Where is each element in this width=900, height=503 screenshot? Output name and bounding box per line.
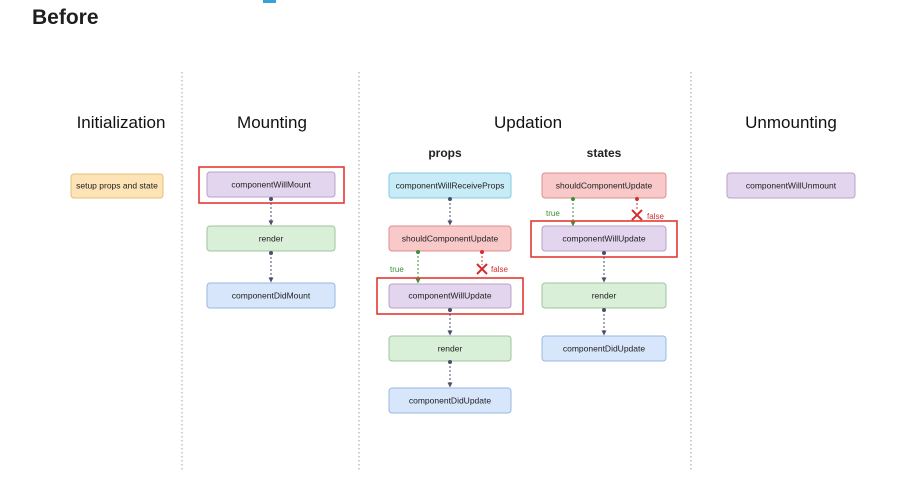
box-props-will-receive-label: componentWillReceiveProps — [396, 180, 505, 190]
box-props-did-update — [388, 387, 512, 414]
phase-unmounting: Unmounting — [745, 113, 837, 132]
label-states-false: false — [647, 212, 664, 221]
dot-props-1 — [448, 197, 452, 201]
box-component-did-mount — [206, 282, 336, 309]
top-accent-mark — [263, 0, 276, 3]
box-states-did-update-label: componentDidUpdate — [563, 343, 645, 353]
box-props-render-label: render — [438, 343, 463, 353]
box-component-did-mount-label: componentDidMount — [232, 290, 311, 300]
box-props-did-update-label: componentDidUpdate — [409, 395, 491, 405]
dot-props-3 — [448, 360, 452, 364]
page-title: Before — [32, 6, 99, 29]
box-states-should-update — [541, 172, 667, 199]
box-setup-label: setup props and state — [76, 180, 158, 190]
box-states-render-label: render — [592, 290, 617, 300]
dot-states-3 — [602, 308, 606, 312]
box-props-should-update-label: shouldComponentUpdate — [402, 233, 499, 243]
phase-initialization: Initialization — [77, 113, 166, 132]
dot-states-2 — [602, 251, 606, 255]
box-props-will-update-label: componentWillUpdate — [408, 290, 491, 300]
box-setup-props-state — [70, 173, 164, 199]
box-states-should-update-label: shouldComponentUpdate — [556, 180, 653, 190]
box-component-will-unmount — [726, 172, 856, 199]
dot-props-2 — [448, 308, 452, 312]
box-component-will-mount-label: componentWillMount — [231, 179, 311, 189]
dot-mount-2 — [269, 251, 273, 255]
label-props-true: true — [390, 265, 404, 274]
box-states-will-update-label: componentWillUpdate — [562, 233, 645, 243]
phase-mounting: Mounting — [237, 113, 307, 132]
label-states-true: true — [546, 209, 560, 218]
box-mount-render-label: render — [259, 233, 284, 243]
box-props-should-update — [388, 225, 512, 252]
sub-header-states: states — [587, 146, 622, 160]
label-props-false: false — [491, 265, 508, 274]
x-icon-props-false — [476, 263, 488, 275]
box-states-did-update — [541, 335, 667, 362]
phase-updation: Updation — [494, 113, 562, 132]
box-component-will-unmount-label: componentWillUnmount — [746, 180, 837, 190]
sub-header-props: props — [428, 146, 462, 160]
dot-mount-1 — [269, 197, 273, 201]
x-icon-states-false — [631, 209, 643, 221]
